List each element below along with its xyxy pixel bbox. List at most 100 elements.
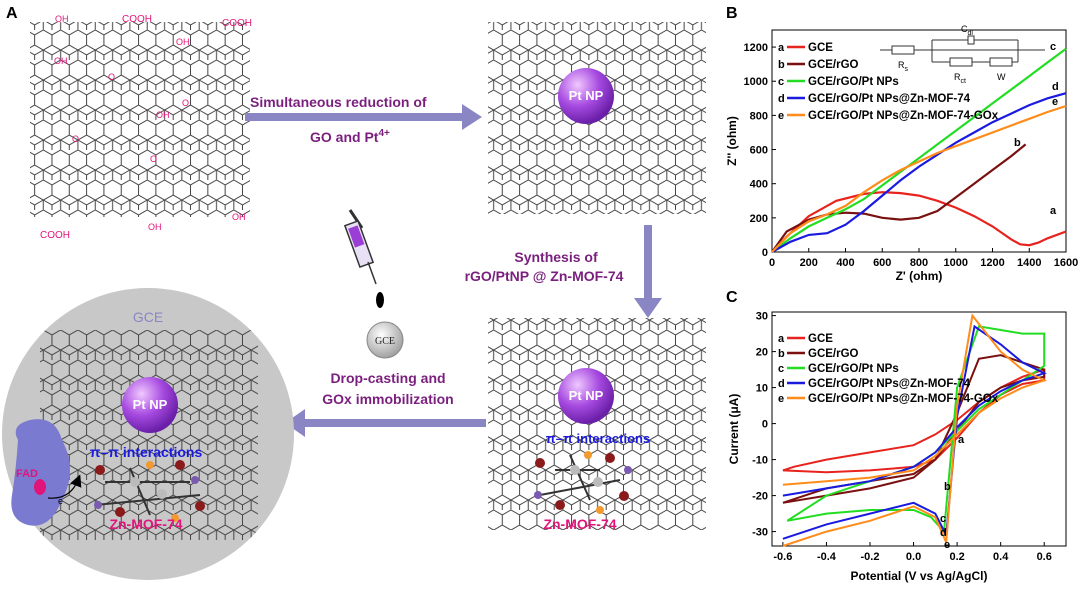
nyquist-xtick-label-0: 0 <box>769 257 775 269</box>
panel-label-c: C <box>726 289 738 306</box>
fad-site <box>34 479 46 495</box>
go-sheet: COOH COOH COOH OH OH OH OH OH OH O O O O <box>30 14 252 241</box>
cv-xtick-label-1: -0.4 <box>817 551 837 563</box>
go-label-oh-4: OH <box>156 110 170 120</box>
gce-disc: GCE Pt NP π–π interactions Zn-MOF-74 FAD… <box>2 288 294 580</box>
cv-legend-label-b: GCE/rGO <box>808 348 859 360</box>
cv-legend-key-d: d <box>778 378 785 390</box>
go-label-cooh-right: COOH <box>222 18 252 29</box>
electron-arrow <box>47 474 82 499</box>
panel-label-a: A <box>6 5 18 22</box>
go-lattice <box>30 22 250 217</box>
nyquist-curve-label-a: a <box>1050 205 1057 217</box>
pi-interactions-3: π–π interactions <box>90 444 203 460</box>
rgo-pt-mof-sheet: Pt NP π–π interactions Zn-MOF-74 <box>488 318 706 532</box>
cv-curve-label-b: b <box>944 481 951 493</box>
cv-legend-label-a: GCE <box>808 333 833 345</box>
nyquist-series-c <box>771 47 1067 253</box>
circuit-cdl <box>967 35 975 45</box>
nyquist-legend-key-b: b <box>778 59 785 71</box>
cv-xtick-label-0: -0.6 <box>773 551 792 563</box>
nyquist-ylabel: Z'' (ohm) <box>725 116 739 166</box>
cv-legend-key-b: b <box>778 348 785 360</box>
nyquist-legend-key-d: d <box>778 93 785 105</box>
nyquist-series-e <box>771 104 1067 253</box>
nyquist-ytick-label-0: 0 <box>762 247 768 259</box>
go-label-cooh-bottom: COOH <box>40 230 70 241</box>
go-label-o-4: O <box>150 154 157 164</box>
mof-label-3: Zn-MOF-74 <box>109 516 182 532</box>
cv-series-e <box>782 313 1047 547</box>
nyquist-curve-label-e: e <box>1052 96 1058 108</box>
mof-label-2: Zn-MOF-74 <box>543 516 616 532</box>
cv-curve-label-c: c <box>940 513 946 525</box>
circuit-w <box>989 57 1013 67</box>
go-label-oh-2: OH <box>54 56 68 66</box>
rgo-lattice-2 <box>488 318 706 530</box>
step2-text-line2: rGO/PtNP @ Zn-MOF-74 <box>465 268 624 284</box>
circuit-rct-label: Rct <box>954 72 966 85</box>
nyquist-ytick-label-1: 200 <box>750 213 768 225</box>
step3-text-line2: GOx immobilization <box>322 391 453 407</box>
cv-xtick-label-6: 0.6 <box>1037 551 1052 563</box>
arrow-step3-shaft <box>300 419 486 427</box>
nyquist-legend-label-d: GCE/rGO/Pt NPs@Zn-MOF-74 <box>808 93 971 105</box>
arrow-step1-shaft <box>245 113 465 121</box>
nyquist-legend-label-b: GCE/rGO <box>808 59 859 71</box>
circuit-rs <box>891 45 915 55</box>
nyquist-xtick-label-7: 1400 <box>1017 257 1041 269</box>
nyquist-legend-key-c: c <box>778 76 784 88</box>
nyquist-legend-label-c: GCE/rGO/Pt NPs <box>808 76 899 88</box>
cv-ytick-label-3: 0 <box>762 419 768 431</box>
cv-xtick-label-5: 0.4 <box>993 551 1009 563</box>
nyquist-xtick-label-1: 200 <box>800 257 818 269</box>
gce-lattice <box>40 330 258 540</box>
arrow-step2: Synthesis of rGO/PtNP @ Zn-MOF-74 <box>465 225 662 318</box>
go-label-o-1: O <box>108 72 115 82</box>
cv-xlabel: Potential (V vs Ag/AgCl) <box>851 569 988 583</box>
nyquist-ytick-label-2: 400 <box>750 179 768 191</box>
gce-disc-label: GCE <box>133 309 163 325</box>
nyquist-xtick-label-6: 1200 <box>980 257 1004 269</box>
pt-np-label-1: Pt NP <box>569 88 604 103</box>
nyquist-ytick-label-6: 1200 <box>744 42 768 54</box>
circuit-rs-sub: s <box>905 66 909 73</box>
arrow-step1-head <box>462 104 482 130</box>
pt-np-2 <box>558 368 614 424</box>
go-label-oh-6: OH <box>232 212 246 222</box>
cv-ytick-label-6: 30 <box>756 311 768 323</box>
pt-np-3 <box>122 377 178 433</box>
panel-label-b: B <box>726 5 738 22</box>
cv-xtick-label-3: 0.0 <box>906 551 921 563</box>
nyquist-xtick-label-3: 600 <box>873 257 891 269</box>
fad-label: FAD <box>16 468 38 480</box>
cv-legend-label-c: GCE/rGO/Pt NPs <box>808 363 899 375</box>
cv-ytick-label-1: -20 <box>752 491 768 503</box>
circuit-rct <box>949 57 973 67</box>
nyquist-xtick-label-4: 800 <box>910 257 928 269</box>
rgo-pt-sheet: Pt NP <box>488 22 706 214</box>
circuit-rs-label: Rs <box>898 60 909 73</box>
step1-text-line2: GO and Pt4+ <box>310 128 390 145</box>
cv-curve-label-a: a <box>958 434 965 446</box>
pt-np-1 <box>558 68 614 124</box>
cv-legend-label-e: GCE/rGO/Pt NPs@Zn-MOF-74-GOx <box>808 393 999 405</box>
cv-series-d <box>782 324 1047 540</box>
circuit-cdl-label: Cdl <box>961 24 973 37</box>
nyquist-ytick-label-4: 800 <box>750 110 768 122</box>
cv-xtick-label-4: 0.2 <box>949 551 964 563</box>
cv-ytick-label-5: 20 <box>756 347 768 359</box>
go-label-o-3: O <box>72 134 79 144</box>
cv-legend-key-e: e <box>778 393 784 405</box>
cv-curve-label-e: e <box>944 539 950 551</box>
cv-ytick-label-0: -30 <box>752 527 768 539</box>
cv-legend-key-a: a <box>778 333 785 345</box>
electron-label: e <box>58 496 63 506</box>
go-label-oh-3: OH <box>176 37 190 47</box>
mof-cluster-2 <box>534 451 632 514</box>
cv-plot-frame <box>771 311 1067 547</box>
cv-ylabel: Current (μA) <box>727 394 741 465</box>
